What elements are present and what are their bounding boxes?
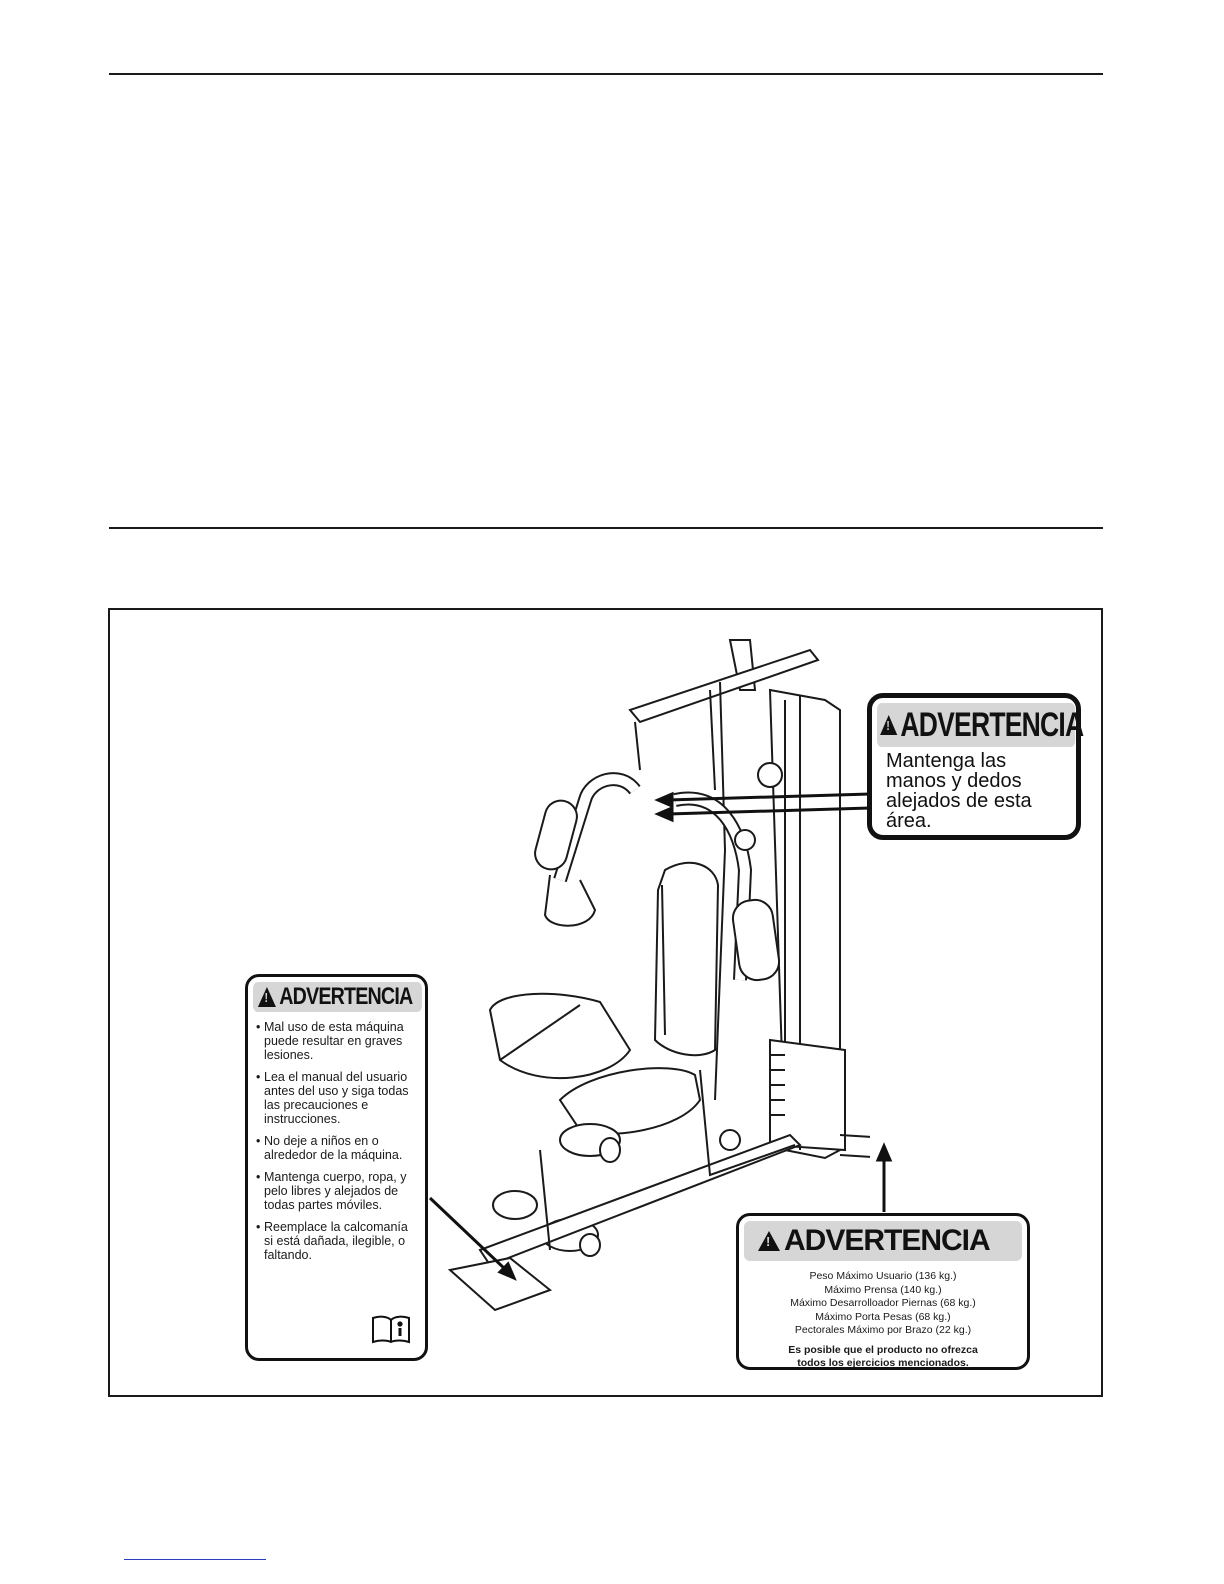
warning-header-text: ADVERTENCIA [279,983,413,1010]
warning-item: Mantenga cuerpo, ropa, y pelo libres y a… [256,1170,417,1212]
warning-item: No deje a niños en o alrededor de la máq… [256,1134,417,1162]
warning-label-hands: ADVERTENCIA Mantenga las manos y dedos a… [867,693,1084,840]
illustration-frame [108,608,1103,1397]
warning-label-general: ADVERTENCIA Mal uso de esta máquina pued… [245,974,428,1361]
spec-line: Peso Máximo Usuario (136 kg.) [809,1270,957,1282]
manual-info-icon [372,1315,410,1344]
warning-triangle-icon [880,715,898,735]
spec-line: Máximo Porta Pesas (68 kg.) [815,1310,951,1323]
warning-line: alejados de esta [886,790,1032,812]
warning-item: Mal uso de esta máquina puede resultar e… [256,1020,417,1062]
warning-header: ADVERTENCIA [877,703,1084,747]
warning-header: ADVERTENCIA [744,1221,1022,1261]
warning-list: Mal uso de esta máquina puede resultar e… [248,1020,425,1262]
warning-line: área. [886,810,932,832]
capacity-note: Es posible que el producto no ofrezca to… [739,1344,1027,1370]
warning-body: Mantenga las manos y dedos alejados de e… [872,747,1076,831]
warning-header-text: ADVERTENCIA [900,705,1084,744]
warning-triangle-icon [758,1231,780,1251]
note-line: todos los ejercicios mencionados. [797,1356,969,1369]
warning-item: Reemplace la calcomanía si está dañada, … [256,1220,417,1262]
spec-line: Máximo Desarrolloador Piernas (68 kg.) [790,1297,976,1309]
warning-header: ADVERTENCIA [253,982,422,1012]
warning-label-capacity: ADVERTENCIA Peso Máximo Usuario (136 kg.… [736,1213,1030,1370]
warning-item: Lea el manual del usuario antes del uso … [256,1070,417,1126]
spec-line: Pectorales Máximo por Brazo (22 kg.) [794,1324,972,1336]
middle-rule [109,527,1103,529]
note-line: Es posible que el producto no ofrezca [788,1343,978,1356]
warning-triangle-icon [257,987,276,1007]
footer-line [124,1559,266,1560]
capacity-specs: Peso Máximo Usuario (136 kg.) Máximo Pre… [739,1270,1027,1338]
warning-line: Mantenga las [886,750,1007,772]
top-rule [109,73,1103,75]
warning-header-text: ADVERTENCIA [784,1224,991,1257]
warning-line: manos y dedos [886,770,1022,792]
spec-line: Máximo Prensa (140 kg.) [824,1283,942,1296]
